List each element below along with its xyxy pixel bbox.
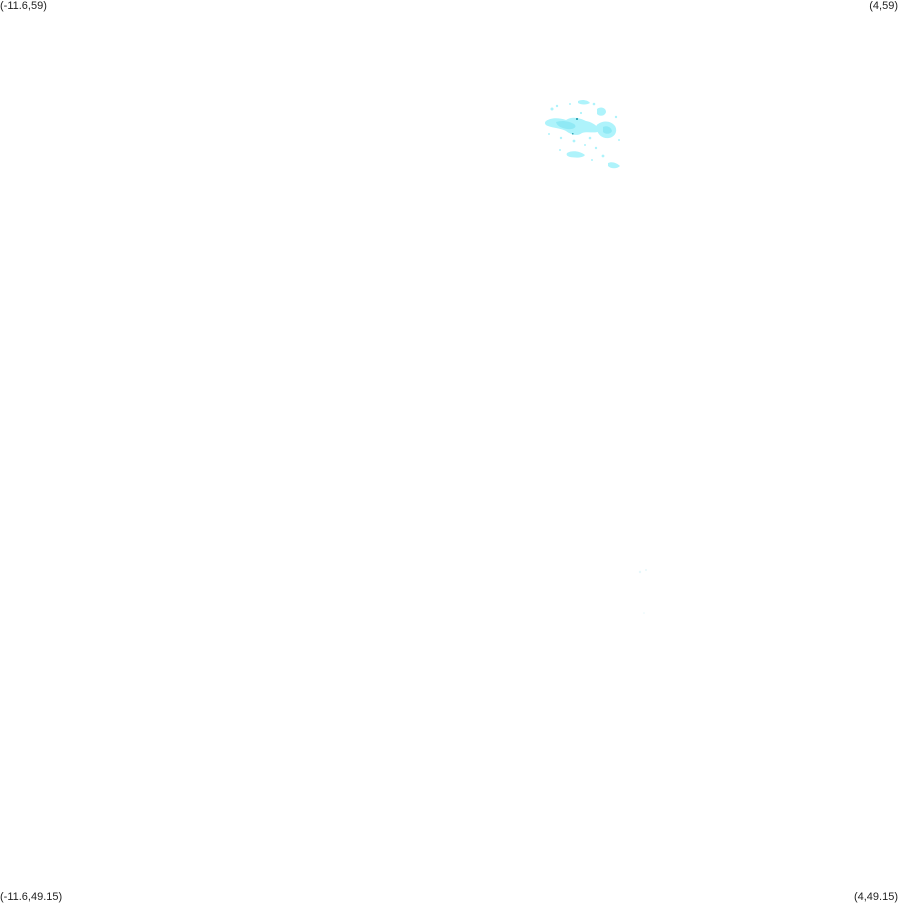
shaded-region-east-inner — [603, 126, 612, 134]
corner-label-bottom-left: (-11.6,49.15) — [0, 891, 63, 903]
shaded-region-main-inner — [556, 120, 576, 130]
shaded-region-cluster-north — [544, 99, 620, 169]
shaded-region-top — [578, 99, 590, 105]
point-markers — [572, 118, 578, 135]
shaded-region-upper-east — [597, 107, 606, 116]
corner-label-bottom-right: (4,49.15) — [853, 891, 898, 903]
corner-label-top-right: (4,59) — [869, 0, 898, 12]
faint-region-south — [638, 569, 647, 614]
shaded-region-south — [566, 151, 585, 158]
corner-label-top-left: (-11.6,59) — [0, 0, 47, 12]
scattered-specks — [548, 102, 620, 161]
shaded-region-southeast — [608, 162, 620, 169]
